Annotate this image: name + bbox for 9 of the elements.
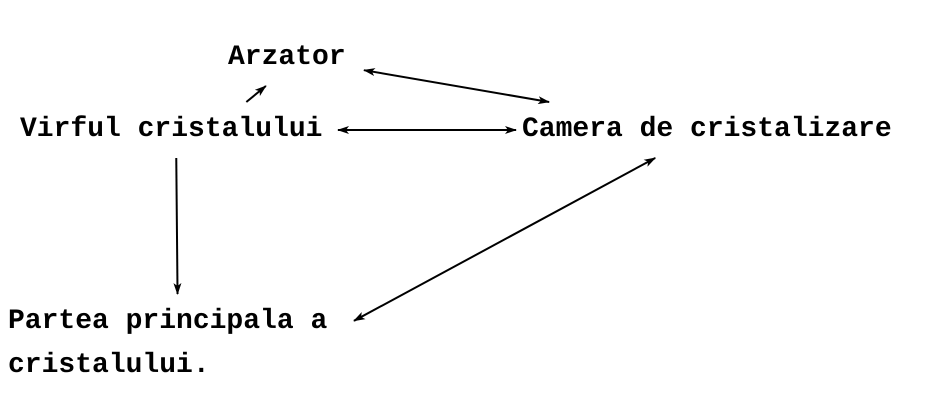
node-label: Partea principala a cristalului. — [8, 300, 348, 388]
arrow — [363, 68, 550, 104]
arrow — [337, 126, 517, 134]
arrow — [353, 157, 656, 322]
node-label: Arzator — [228, 36, 358, 80]
arrow — [246, 85, 267, 103]
node-label: Virful cristalului — [20, 108, 332, 152]
node-label: Camera de cristalizare — [522, 108, 902, 152]
arrow — [173, 158, 182, 295]
